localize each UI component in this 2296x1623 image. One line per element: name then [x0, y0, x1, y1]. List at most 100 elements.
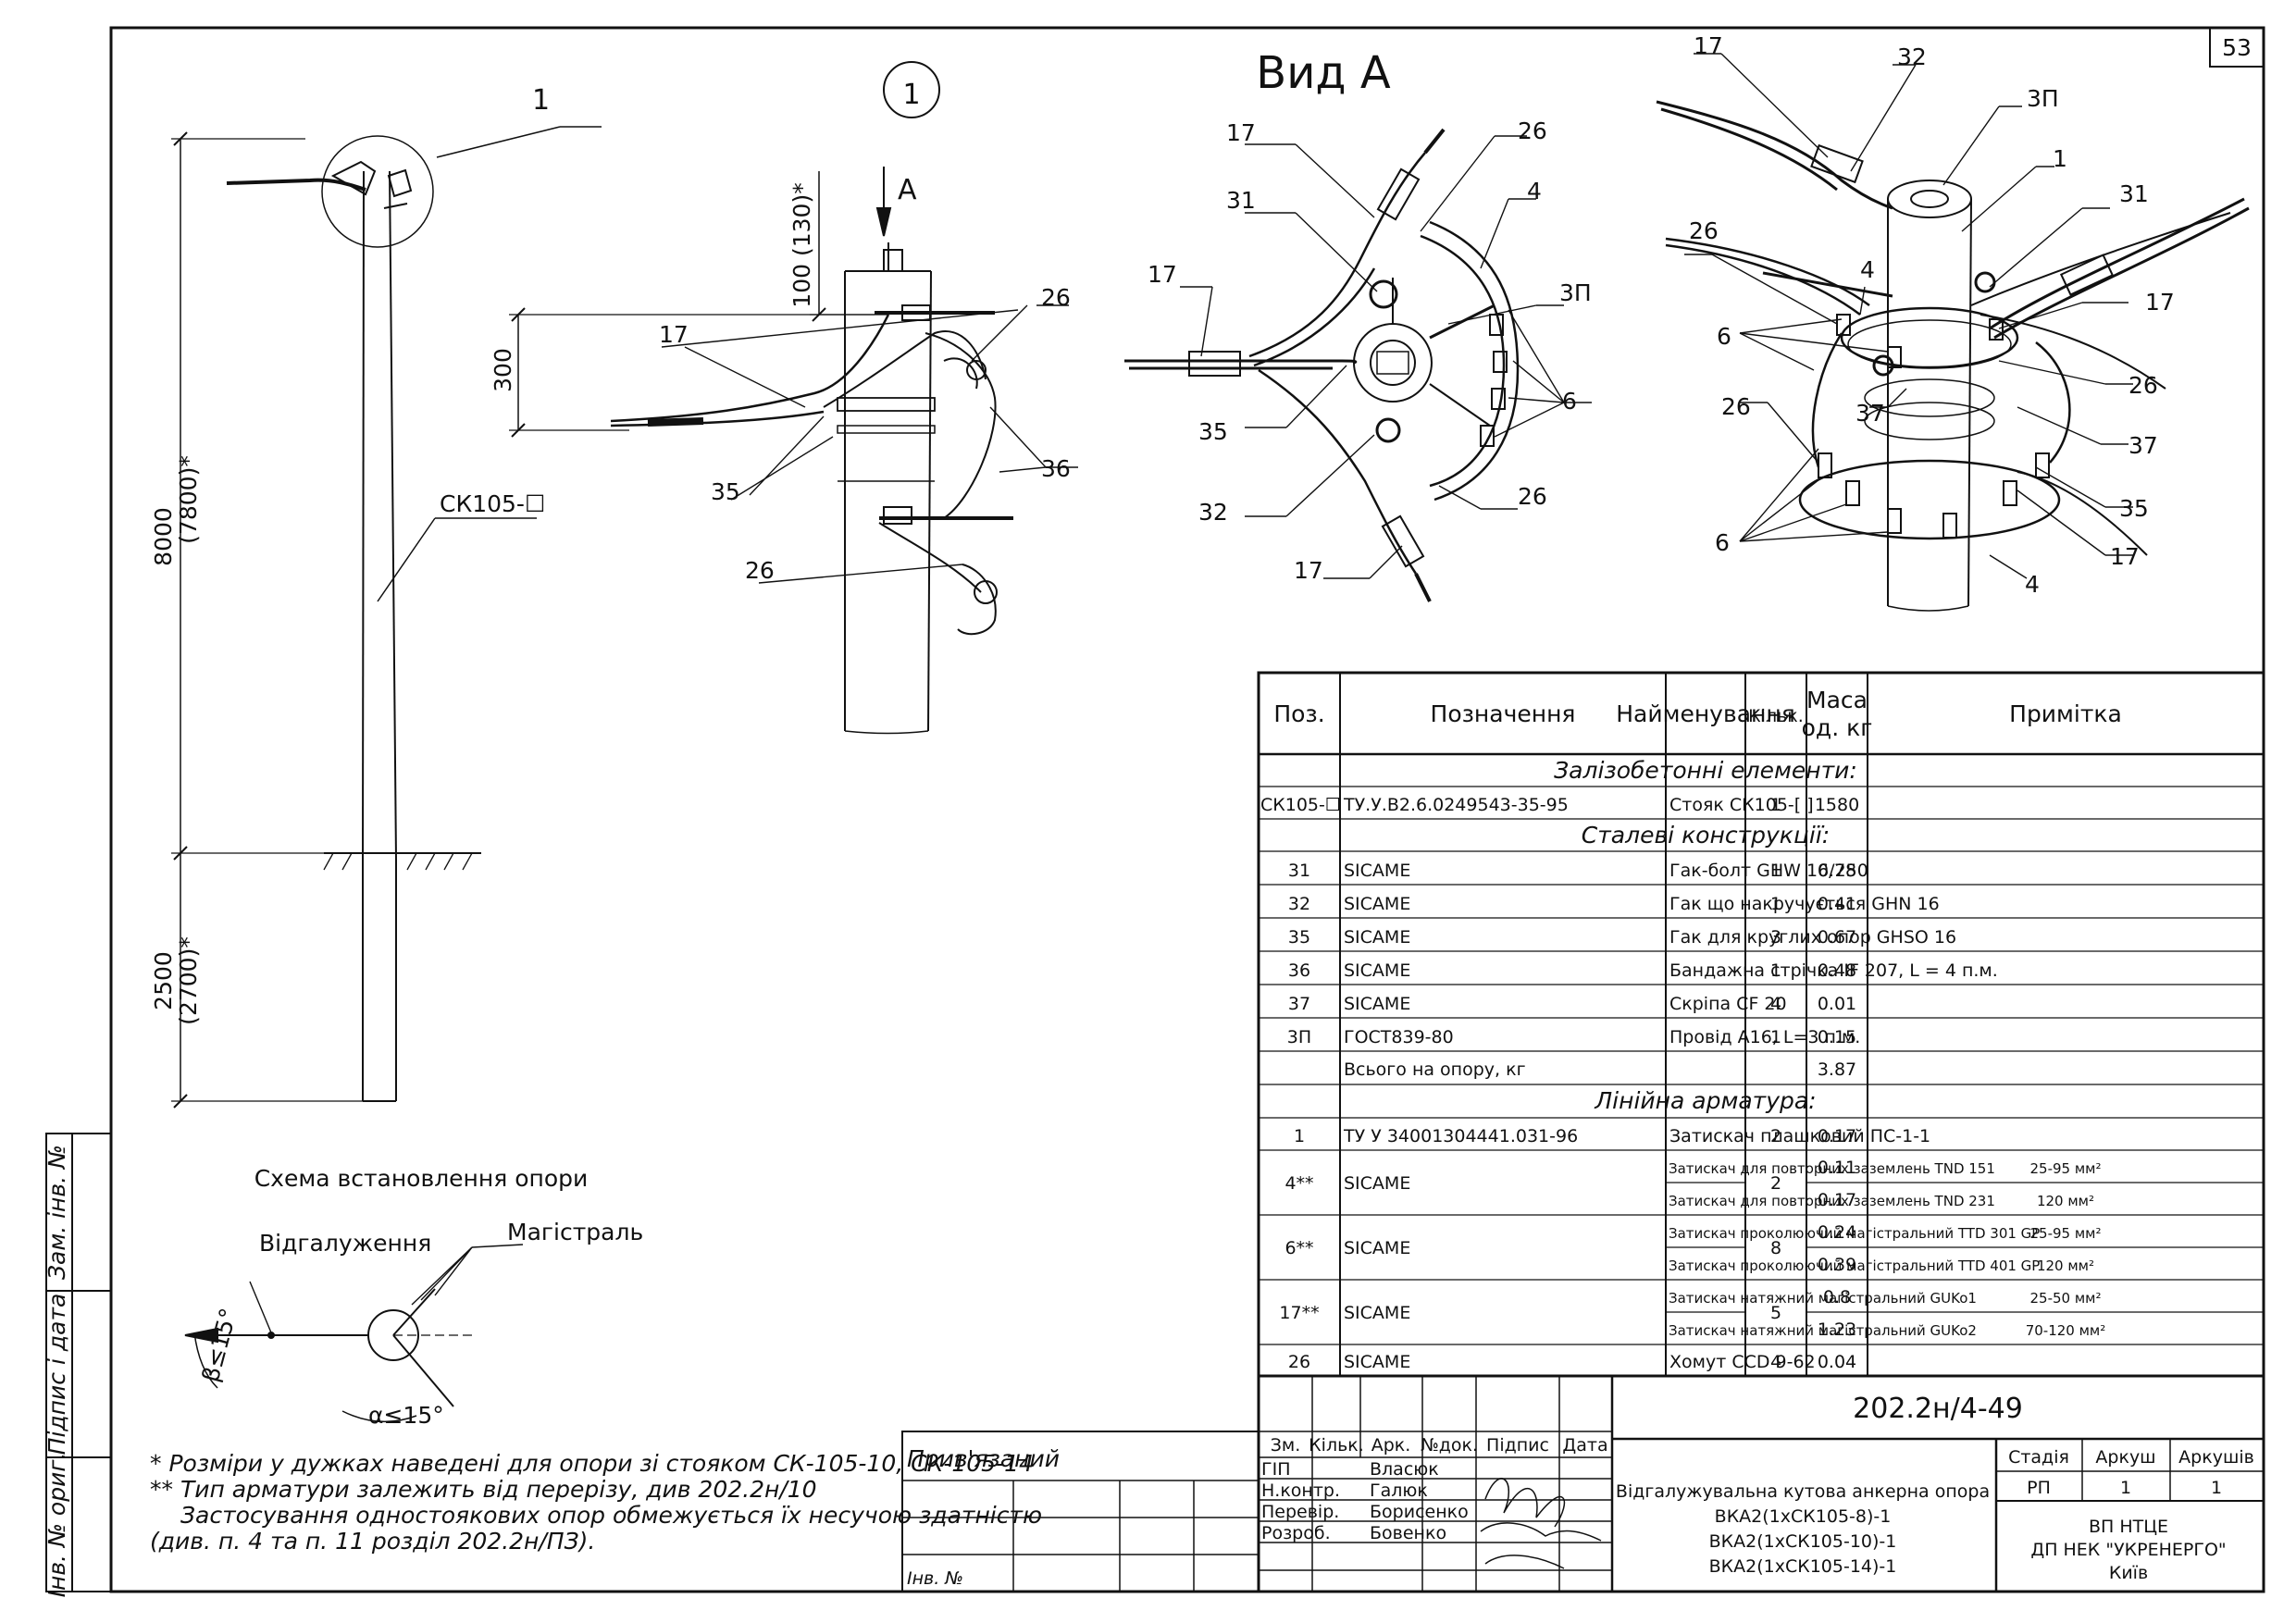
svg-text:4**: 4** [1285, 1173, 1313, 1194]
sheet-number: 53 [2222, 34, 2252, 61]
tb-name-gip: Власюк [1370, 1459, 1439, 1480]
table-row: 36 SICAME Бандажна стрічка IF 207, L = 4… [1288, 960, 1998, 981]
svg-text:Затискач натяжний магістральни: Затискач натяжний магістральний GUKo1 [1669, 1290, 1977, 1307]
svg-text:32: 32 [1288, 894, 1310, 914]
viewa-callout-6: 6 [1562, 388, 1577, 415]
viewa-callout-17a: 17 [1226, 119, 1256, 146]
side-callout-26: 26 [1041, 284, 1071, 311]
scheme-main-label: Магістраль [507, 1219, 643, 1245]
hdr-qty: Кільк. [1748, 706, 1804, 726]
hdr-mass-a: Маса [1806, 687, 1868, 713]
svg-text:35: 35 [1288, 927, 1310, 948]
stamp-inv-orig: Інв. № ориг. [43, 1453, 70, 1598]
svg-text:Затискач плашковий ПС-1-1: Затискач плашковий ПС-1-1 [1669, 1126, 1930, 1146]
viewa-callout-32: 32 [1198, 499, 1228, 526]
svg-text:SICAME: SICAME [1344, 1238, 1410, 1258]
svg-text:ТУ У 34001304441.031-96: ТУ У 34001304441.031-96 [1343, 1126, 1578, 1146]
svg-text:26: 26 [1288, 1352, 1310, 1372]
svg-text:SICAME: SICAME [1344, 994, 1410, 1014]
svg-text:Гак-болт GHW 16/250: Гак-болт GHW 16/250 [1669, 861, 1868, 881]
viewa-callout-26a: 26 [1518, 118, 1547, 144]
tb-name-nkontr: Галюк [1370, 1481, 1428, 1501]
tb-name-perevir: Борисенко [1370, 1502, 1469, 1522]
svg-text:6**: 6** [1285, 1238, 1313, 1258]
iso-callout-6b: 6 [1715, 529, 1730, 556]
svg-text:1: 1 [1770, 894, 1781, 914]
svg-text:SICAME: SICAME [1344, 894, 1410, 914]
svg-text:Скріпа CF 20: Скріпа CF 20 [1669, 994, 1787, 1014]
section-linear-fittings: Лінійна арматура: [1594, 1087, 1816, 1114]
hdr-note: Примітка [2009, 700, 2122, 727]
tb-hdr-pidpys: Підпис [1486, 1435, 1549, 1456]
svg-text:1: 1 [1770, 795, 1781, 815]
tb-sheets-hdr: Аркушів [2178, 1447, 2254, 1468]
note-line-4: (див. п. 4 та п. 11 розділ 202.2н/ПЗ). [150, 1528, 595, 1555]
iso-callout-32: 32 [1897, 43, 1927, 70]
tb-role-rozrob: Розроб. [1261, 1523, 1331, 1543]
iso-callout-1: 1 [2053, 145, 2067, 172]
viewa-callout-4: 4 [1527, 178, 1542, 204]
inv-no-label: Інв. № [907, 1568, 963, 1589]
svg-text:SICAME: SICAME [1344, 1352, 1410, 1372]
viewa-callout-26b: 26 [1518, 483, 1547, 510]
svg-text:Хомут CCD 9-62: Хомут CCD 9-62 [1669, 1352, 1816, 1372]
view-a-title: Вид А [1256, 47, 1391, 99]
svg-text:25-50 мм²: 25-50 мм² [2030, 1290, 2102, 1307]
table-row: 1 ТУ У 34001304441.031-96 Затискач плашк… [1294, 1126, 1930, 1146]
privyazany-label: Прив'язаний [907, 1445, 1060, 1472]
svg-text:Затискач проколюючий магістрал: Затискач проколюючий магістральний TTD 4… [1669, 1258, 2040, 1274]
svg-text:0.17: 0.17 [1818, 1126, 1856, 1146]
iso-callout-17c: 17 [2110, 543, 2140, 570]
svg-text:4: 4 [1770, 1352, 1781, 1372]
tb-hdr-ark: Арк. [1371, 1435, 1411, 1456]
svg-text:SICAME: SICAME [1344, 1303, 1410, 1323]
svg-text:Бандажна стрічка IF 207, L = 4: Бандажна стрічка IF 207, L = 4 п.м. [1669, 960, 1998, 981]
table-row-total: Всього на опору, кг 3.87 [1344, 1059, 1856, 1080]
svg-text:Гак для круглих опор GHSO 16: Гак для круглих опор GHSO 16 [1669, 927, 1956, 948]
svg-text:17**: 17** [1279, 1303, 1319, 1323]
svg-text:0.41: 0.41 [1818, 894, 1856, 914]
svg-text:31: 31 [1288, 861, 1310, 881]
svg-text:ГОСТ839-80: ГОСТ839-80 [1344, 1027, 1454, 1047]
svg-text:0.24: 0.24 [1818, 1222, 1856, 1243]
tb-stage: РП [2027, 1478, 2051, 1498]
table-row: 4** SICAME Затискач для повторних заземл… [1285, 1158, 2101, 1210]
viewa-callout-17b: 17 [1148, 261, 1177, 288]
svg-text:4: 4 [1770, 994, 1781, 1014]
svg-text:1: 1 [1294, 1126, 1305, 1146]
sheet-number-box [2209, 27, 2265, 68]
svg-text:3П: 3П [1287, 1027, 1311, 1047]
hdr-designation: Позначення [1431, 700, 1576, 727]
tb-desc-line-3: ВКА2(1хСК105-10)-1 [1709, 1531, 1897, 1552]
installation-scheme [184, 1244, 524, 1423]
svg-text:0.67: 0.67 [1818, 927, 1856, 948]
iso-callout-37a: 37 [1855, 400, 1885, 427]
svg-text:2: 2 [1770, 1173, 1781, 1194]
svg-text:0.15: 0.15 [1818, 1027, 1856, 1047]
table-row: 31 SICAME Гак-болт GHW 16/250 1 0.78 [1288, 861, 1868, 881]
table-row: СК105-☐ ТУ.У.В2.6.0249543-35-95 Стояк СК… [1260, 795, 1859, 815]
stamp-sign-date: Підпис і дата [43, 1294, 70, 1456]
svg-text:Затискач проколюючий магістрал: Затискач проколюючий магістральний TTD 3… [1669, 1225, 2040, 1242]
hdr-name: Найменування [1616, 700, 1795, 727]
tb-desc-line-1: Відгалужувальна кутова анкерна опора [1616, 1481, 1990, 1502]
svg-text:SICAME: SICAME [1344, 861, 1410, 881]
hdr-mass-b: од. кг [1802, 714, 1873, 741]
section-steel: Сталеві конструкції: [1582, 822, 1830, 849]
table-row: 37 SICAME Скріпа CF 20 4 0.01 [1288, 994, 1856, 1014]
svg-text:1: 1 [1770, 1027, 1781, 1047]
detail-circle-number: 1 [902, 79, 920, 111]
svg-text:Затискач для повторних заземле: Затискач для повторних заземлень TND 151 [1669, 1160, 1995, 1177]
dim-300: 300 [490, 348, 516, 392]
tb-org-line-1: ВП НТЦЕ [2089, 1517, 2168, 1537]
svg-text:70-120 мм²: 70-120 мм² [2026, 1322, 2106, 1339]
svg-text:1580: 1580 [1815, 795, 1859, 815]
scheme-branch-label: Відгалуження [259, 1230, 431, 1257]
iso-callout-35: 35 [2119, 495, 2149, 522]
drawing-frame [109, 26, 2265, 1593]
dim-2500: 2500 [150, 951, 177, 1010]
note-line-2: ** Тип арматури залежить від перерізу, д… [150, 1476, 817, 1503]
svg-text:120 мм²: 120 мм² [2037, 1193, 2094, 1209]
svg-text:Затискач для повторних заземле: Затискач для повторних заземлень TND 231 [1669, 1193, 1995, 1209]
